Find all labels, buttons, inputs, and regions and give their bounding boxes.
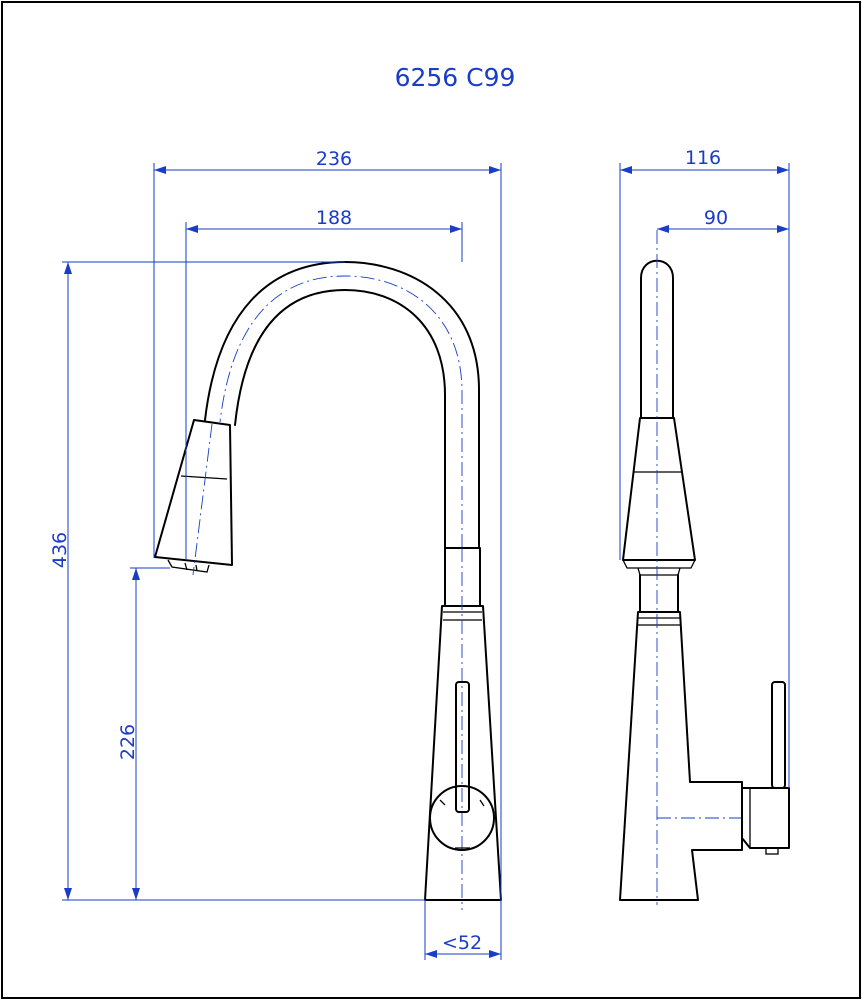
spray-centerline	[192, 423, 213, 576]
lever-handle[interactable]	[455, 681, 470, 813]
spray-head	[154, 419, 233, 566]
spout-inner	[234, 289, 446, 549]
side-lever-housing	[741, 787, 790, 849]
dim-front-total-height: 436	[49, 532, 71, 568]
spout-outer	[204, 261, 480, 549]
dim-front-total-width: 236	[316, 148, 352, 170]
spray-nozzle-inner	[184, 562, 198, 572]
side-spray-head	[622, 417, 696, 561]
body-collar	[444, 547, 481, 607]
dim-side-total-depth: 116	[685, 147, 721, 169]
lever-hub[interactable]	[429, 785, 495, 851]
side-body	[619, 611, 743, 901]
side-spray-nozzle	[622, 559, 696, 576]
side-collar	[639, 574, 679, 613]
lever-hub-detail	[439, 799, 485, 849]
body-cone	[424, 605, 502, 901]
spray-head-band	[180, 475, 228, 480]
dim-front-base-diameter: <52	[442, 932, 482, 954]
dim-front-spout-reach: 188	[316, 207, 352, 229]
model-title: 6256 C99	[395, 63, 516, 92]
side-view: 116 90	[619, 147, 790, 905]
spout-centerline	[219, 275, 463, 548]
side-lever-knob	[765, 847, 779, 855]
front-view: 236 188 436 226 <52	[49, 148, 502, 960]
body-collar-ring	[443, 611, 482, 621]
spray-nozzle	[167, 559, 210, 573]
dim-front-outlet-height: 226	[117, 724, 139, 760]
side-lever-handle[interactable]	[771, 681, 786, 789]
side-collar-ring	[638, 617, 680, 626]
dim-side-handle-offset: 90	[704, 207, 728, 229]
